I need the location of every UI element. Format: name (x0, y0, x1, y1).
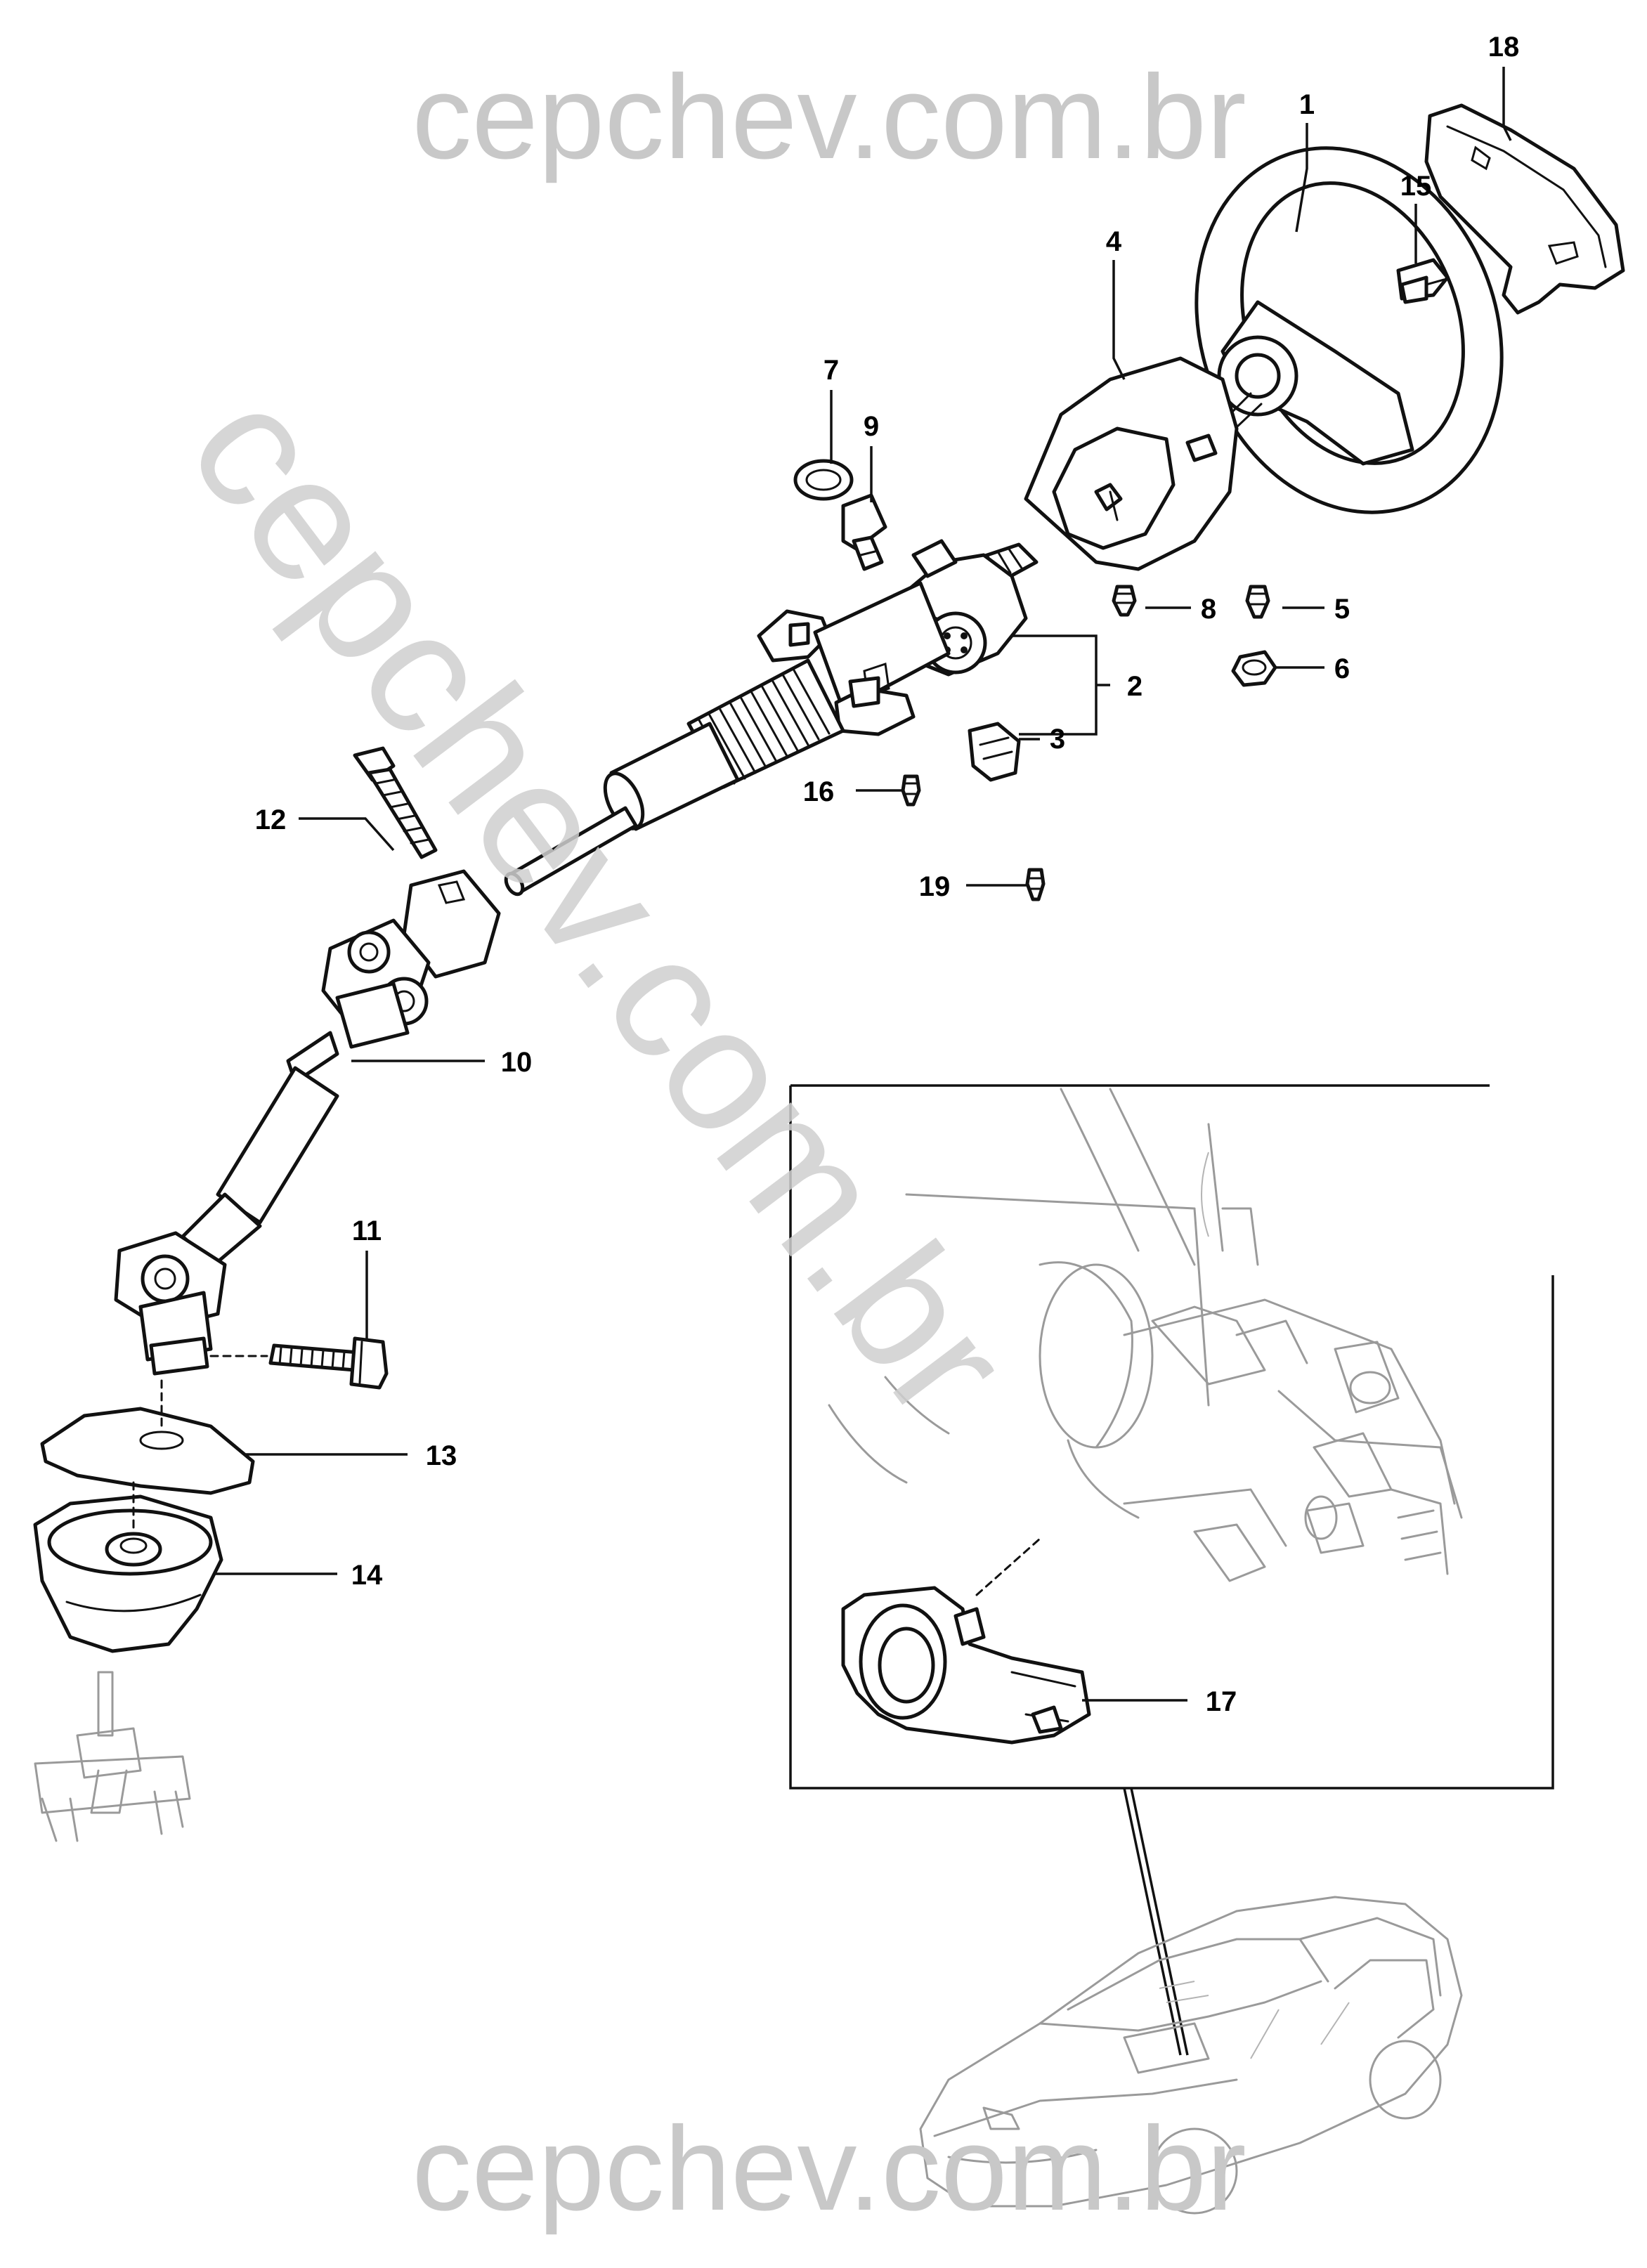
callout-9: 9 (864, 411, 879, 442)
part-14-rubber-boot (33, 1481, 223, 1653)
watermark-diagonal: cepchev.com.br (153, 354, 1048, 1452)
vehicle-locator-ghost (919, 1896, 1463, 2215)
callout-14: 14 (351, 1560, 383, 1591)
callout-8: 8 (1201, 594, 1216, 625)
watermark-top: cepchev.com.br (412, 51, 1246, 184)
part-9-clip (841, 493, 887, 571)
part-18-trim-cover (1424, 103, 1625, 315)
part-1-steering-wheel (1193, 146, 1504, 514)
part-17-ignition-module (841, 1537, 1091, 1745)
callout-12: 12 (255, 804, 287, 835)
callout-15: 15 (1400, 171, 1432, 202)
watermark-bottom: cepchev.com.br (412, 2102, 1246, 2236)
part-7-ring (793, 459, 854, 501)
part-19-screw (1025, 868, 1046, 901)
part-11-bolt (209, 1336, 389, 1390)
leader-lines (214, 67, 1512, 1702)
callout-2: 2 (1127, 671, 1143, 702)
inset-detail-box (789, 1084, 1554, 1790)
part-16-screw (901, 774, 921, 807)
inset-leader-right (1130, 1787, 1189, 2056)
steering-rack-ghost (34, 1671, 191, 1842)
part-13-seal-plate (40, 1379, 255, 1495)
part-10-intermediate-shaft (114, 869, 501, 1376)
callout-labels: 1 2 3 4 5 6 7 8 9 10 11 12 13 14 15 16 1… (255, 32, 1520, 1717)
callout-17: 17 (1206, 1686, 1237, 1717)
part-4-column-shroud (1024, 356, 1239, 571)
callout-11: 11 (352, 1216, 382, 1246)
callout-3: 3 (1050, 724, 1065, 755)
part-2-steering-column (504, 539, 1039, 897)
callout-13: 13 (426, 1440, 457, 1471)
callout-5: 5 (1334, 594, 1350, 625)
callout-4: 4 (1106, 226, 1122, 257)
callout-19: 19 (919, 871, 951, 902)
part-3-lock-cylinder (968, 722, 1021, 782)
part-5-screw (1245, 585, 1270, 619)
part-6-nut (1231, 650, 1277, 687)
callout-18: 18 (1488, 32, 1520, 63)
callout-16: 16 (803, 776, 835, 807)
callout-10: 10 (501, 1047, 533, 1078)
inset-leader-left (1123, 1787, 1182, 2056)
part-12-bolt (353, 746, 438, 859)
part-8-screw (1112, 585, 1137, 617)
callout-1: 1 (1299, 89, 1315, 120)
inset-dashboard-ghost (828, 1088, 1463, 1582)
callout-7: 7 (824, 355, 839, 386)
part-15-nut (1396, 258, 1450, 304)
callout-6: 6 (1334, 653, 1350, 684)
